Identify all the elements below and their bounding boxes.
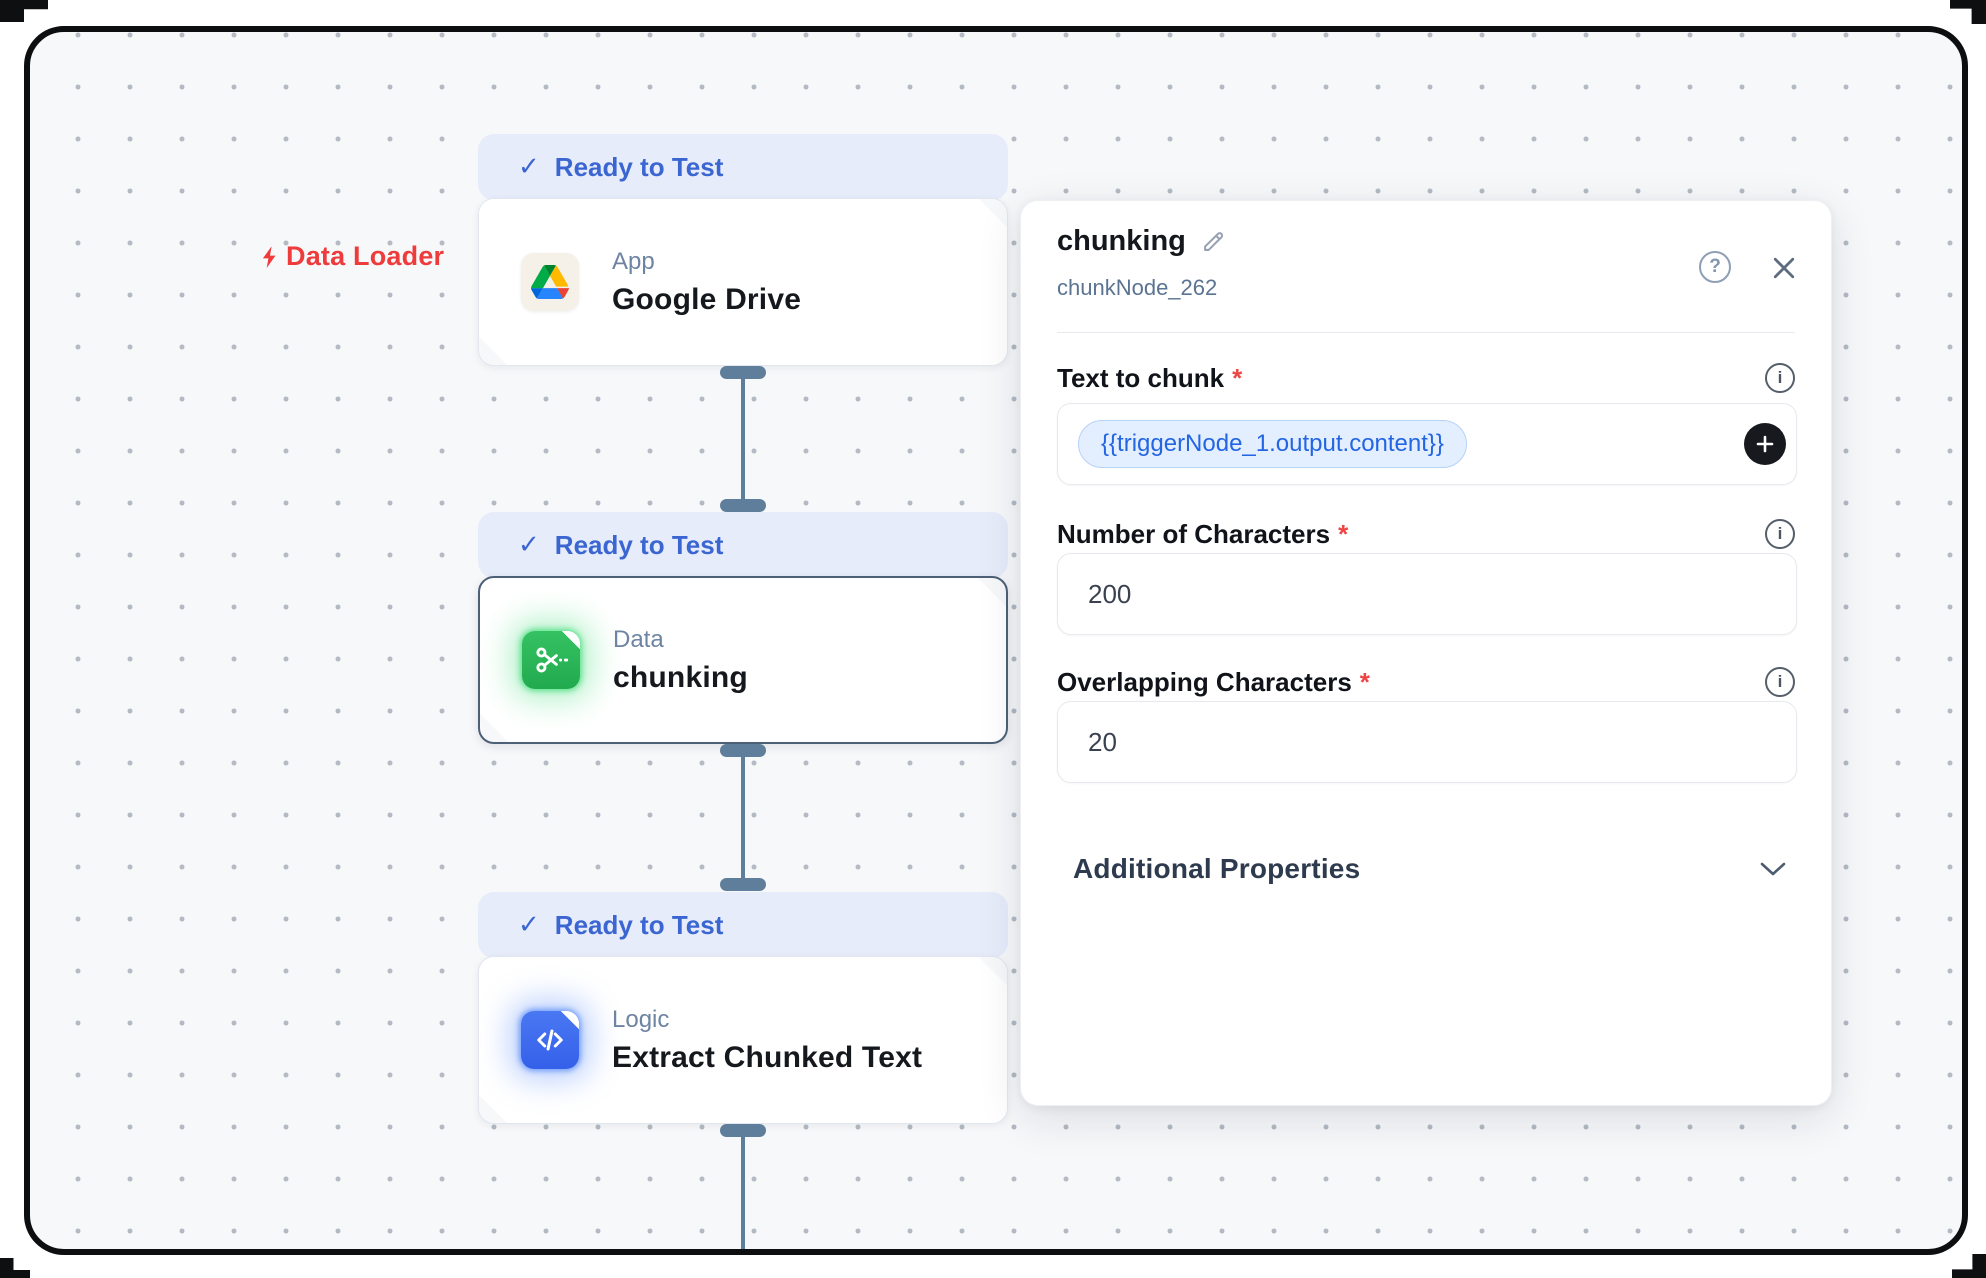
status-badge-label: Ready to Test (554, 151, 724, 182)
add-variable-button[interactable] (1744, 423, 1786, 465)
info-glyph: i (1777, 368, 1783, 387)
connector-line (741, 1130, 745, 1249)
required-asterisk: * (1338, 518, 1349, 549)
input-value: 200 (1088, 578, 1132, 609)
number-of-characters-input[interactable]: 200 (1057, 553, 1797, 635)
plus-icon (1756, 435, 1774, 453)
status-badge: ✓ Ready to Test (478, 134, 1008, 200)
help-glyph: ? (1709, 256, 1721, 277)
connector-line (741, 372, 745, 505)
crop-mark-top-right (1950, 0, 1986, 24)
status-badge-label: Ready to Test (554, 909, 724, 940)
node-chunking: ✓ Ready to Test Data chunking (478, 512, 1008, 744)
node-text: App Google Drive (612, 248, 801, 317)
check-icon: ✓ (518, 528, 540, 559)
overlapping-characters-input[interactable]: 20 (1057, 701, 1797, 783)
panel-title: chunking (1057, 225, 1186, 257)
field-label-overlapping-characters: Overlapping Characters * (1057, 665, 1370, 699)
node-category: Data (613, 625, 664, 653)
variable-token[interactable]: {{triggerNode_1.output.content}} (1078, 420, 1467, 468)
status-badge: ✓ Ready to Test (478, 892, 1008, 958)
node-config-panel: chunking chunkNode_262 ? Text to chunk *… (1020, 200, 1832, 1106)
close-icon[interactable] (1769, 253, 1799, 283)
edit-pencil-icon[interactable] (1200, 228, 1227, 255)
help-icon[interactable]: ? (1699, 251, 1731, 283)
node-extract-chunked-text: ✓ Ready to Test Logic Extract Chunked Te… (478, 892, 1008, 1124)
node-card-extract-chunked-text[interactable]: Logic Extract Chunked Text (478, 956, 1008, 1124)
scissors-icon (522, 631, 580, 689)
connector-port[interactable] (720, 499, 766, 512)
check-icon: ✓ (518, 150, 540, 181)
node-text: Data chunking (613, 626, 748, 695)
node-category: App (612, 247, 655, 275)
flow-label-text: Data Loader (286, 241, 445, 271)
chevron-down-icon[interactable] (1759, 861, 1787, 877)
crop-mark-bottom-left (0, 1258, 30, 1278)
additional-properties-toggle[interactable]: Additional Properties (1073, 853, 1361, 884)
google-drive-icon (521, 253, 579, 311)
info-icon[interactable]: i (1765, 519, 1795, 549)
code-icon (521, 1011, 579, 1069)
panel-node-id: chunkNode_262 (1057, 275, 1218, 300)
flow-label: Data Loader (259, 241, 444, 272)
field-label-number-of-characters: Number of Characters * (1057, 517, 1348, 551)
node-card-chunking[interactable]: Data chunking (478, 576, 1008, 744)
node-title: Extract Chunked Text (612, 1040, 923, 1074)
input-value: 20 (1088, 726, 1117, 757)
crop-mark-top-left (0, 0, 48, 22)
required-asterisk: * (1359, 666, 1370, 697)
info-glyph: i (1777, 672, 1783, 691)
node-title: Google Drive (612, 282, 802, 316)
info-glyph: i (1777, 524, 1783, 543)
node-google-drive: ✓ Ready to Test App Google Drive (478, 134, 1008, 366)
field-label-text-to-chunk: Text to chunk * (1057, 361, 1242, 395)
info-icon[interactable]: i (1765, 667, 1795, 697)
required-asterisk: * (1232, 362, 1243, 393)
node-category: Logic (612, 1005, 670, 1033)
text-to-chunk-input[interactable]: {{triggerNode_1.output.content}} (1057, 403, 1797, 485)
node-text: Logic Extract Chunked Text (612, 1006, 922, 1075)
crop-mark-bottom-right (1952, 1254, 1986, 1278)
panel-divider (1057, 332, 1795, 333)
field-label-text: Number of Characters (1057, 518, 1331, 549)
field-label-text: Text to chunk (1057, 362, 1225, 393)
check-icon: ✓ (518, 908, 540, 939)
connector-line (741, 750, 745, 883)
node-title: chunking (613, 660, 748, 694)
panel-title-row: chunking (1057, 225, 1227, 258)
node-card-google-drive[interactable]: App Google Drive (478, 198, 1008, 366)
status-badge-label: Ready to Test (554, 529, 724, 560)
info-icon[interactable]: i (1765, 363, 1795, 393)
connector-port[interactable] (720, 878, 766, 891)
status-badge: ✓ Ready to Test (478, 512, 1008, 578)
field-label-text: Overlapping Characters (1057, 666, 1352, 697)
lightning-icon (262, 245, 276, 268)
workflow-canvas[interactable]: Data Loader ✓ Ready to Test App Google D… (24, 26, 1968, 1255)
